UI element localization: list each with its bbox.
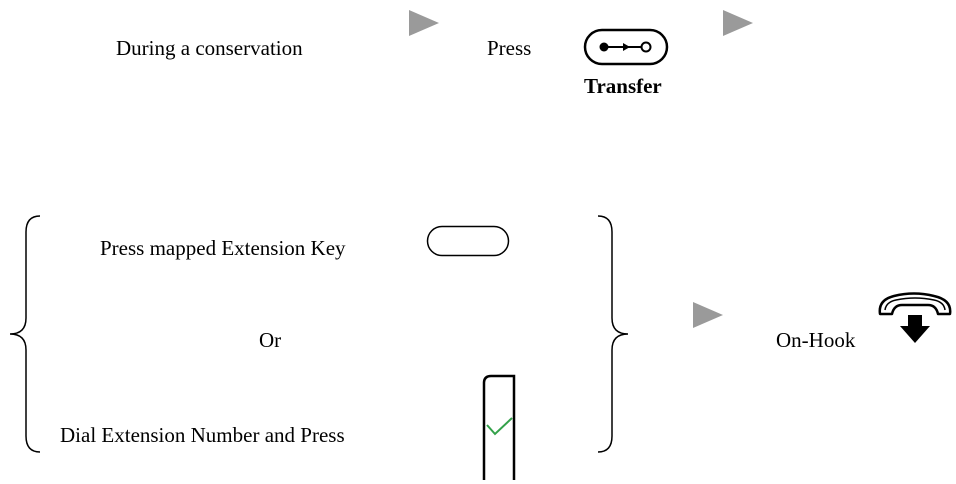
- flow-arrow-icon-3: [693, 302, 723, 328]
- flow-arrow-icon-2: [723, 10, 753, 36]
- right-brace-icon: [597, 215, 629, 453]
- extension-key-icon: [426, 225, 510, 257]
- option-dial-extension-number: Dial Extension Number and Press: [60, 423, 345, 447]
- on-hook-label: On-Hook: [776, 328, 856, 352]
- ok-checkmark-key-icon: [482, 374, 516, 480]
- handset-on-hook-icon: [878, 292, 952, 343]
- transfer-key-label: Transfer: [584, 74, 662, 98]
- step-press-label: Press: [487, 36, 532, 60]
- or-label: Or: [259, 328, 282, 352]
- flow-arrow-icon-1: [409, 10, 439, 36]
- step-during-conversation: During a conservation: [116, 36, 303, 60]
- transfer-key-icon: [583, 28, 669, 66]
- left-brace-icon: [9, 215, 41, 453]
- option-press-mapped-extension-key: Press mapped Extension Key: [100, 236, 346, 260]
